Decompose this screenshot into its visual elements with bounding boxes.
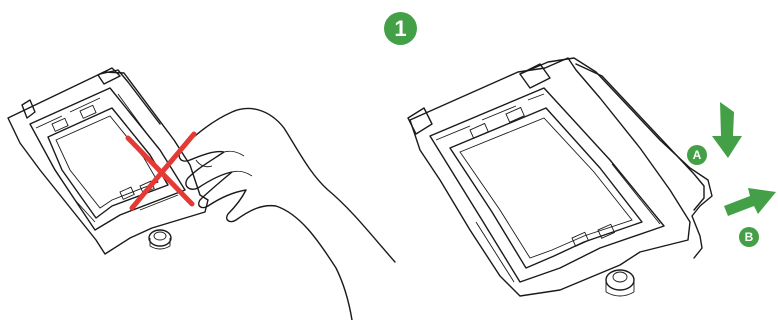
arrow-b-right-icon [724, 188, 776, 216]
arrow-a-down-icon [712, 102, 742, 158]
left-screw-icon [149, 230, 171, 249]
left-load-plate [8, 72, 208, 254]
right-screw-icon [606, 270, 634, 296]
left-lever-wire [100, 70, 160, 124]
left-hinge-tab [22, 100, 35, 118]
arrow-a-label: A [687, 145, 707, 165]
arrow-b-label: B [739, 227, 759, 247]
right-socket [408, 58, 712, 296]
left-socket [8, 68, 395, 320]
right-lever-wire [520, 58, 712, 258]
hand-illustration [179, 109, 395, 320]
step-number-badge: 1 [384, 12, 417, 45]
